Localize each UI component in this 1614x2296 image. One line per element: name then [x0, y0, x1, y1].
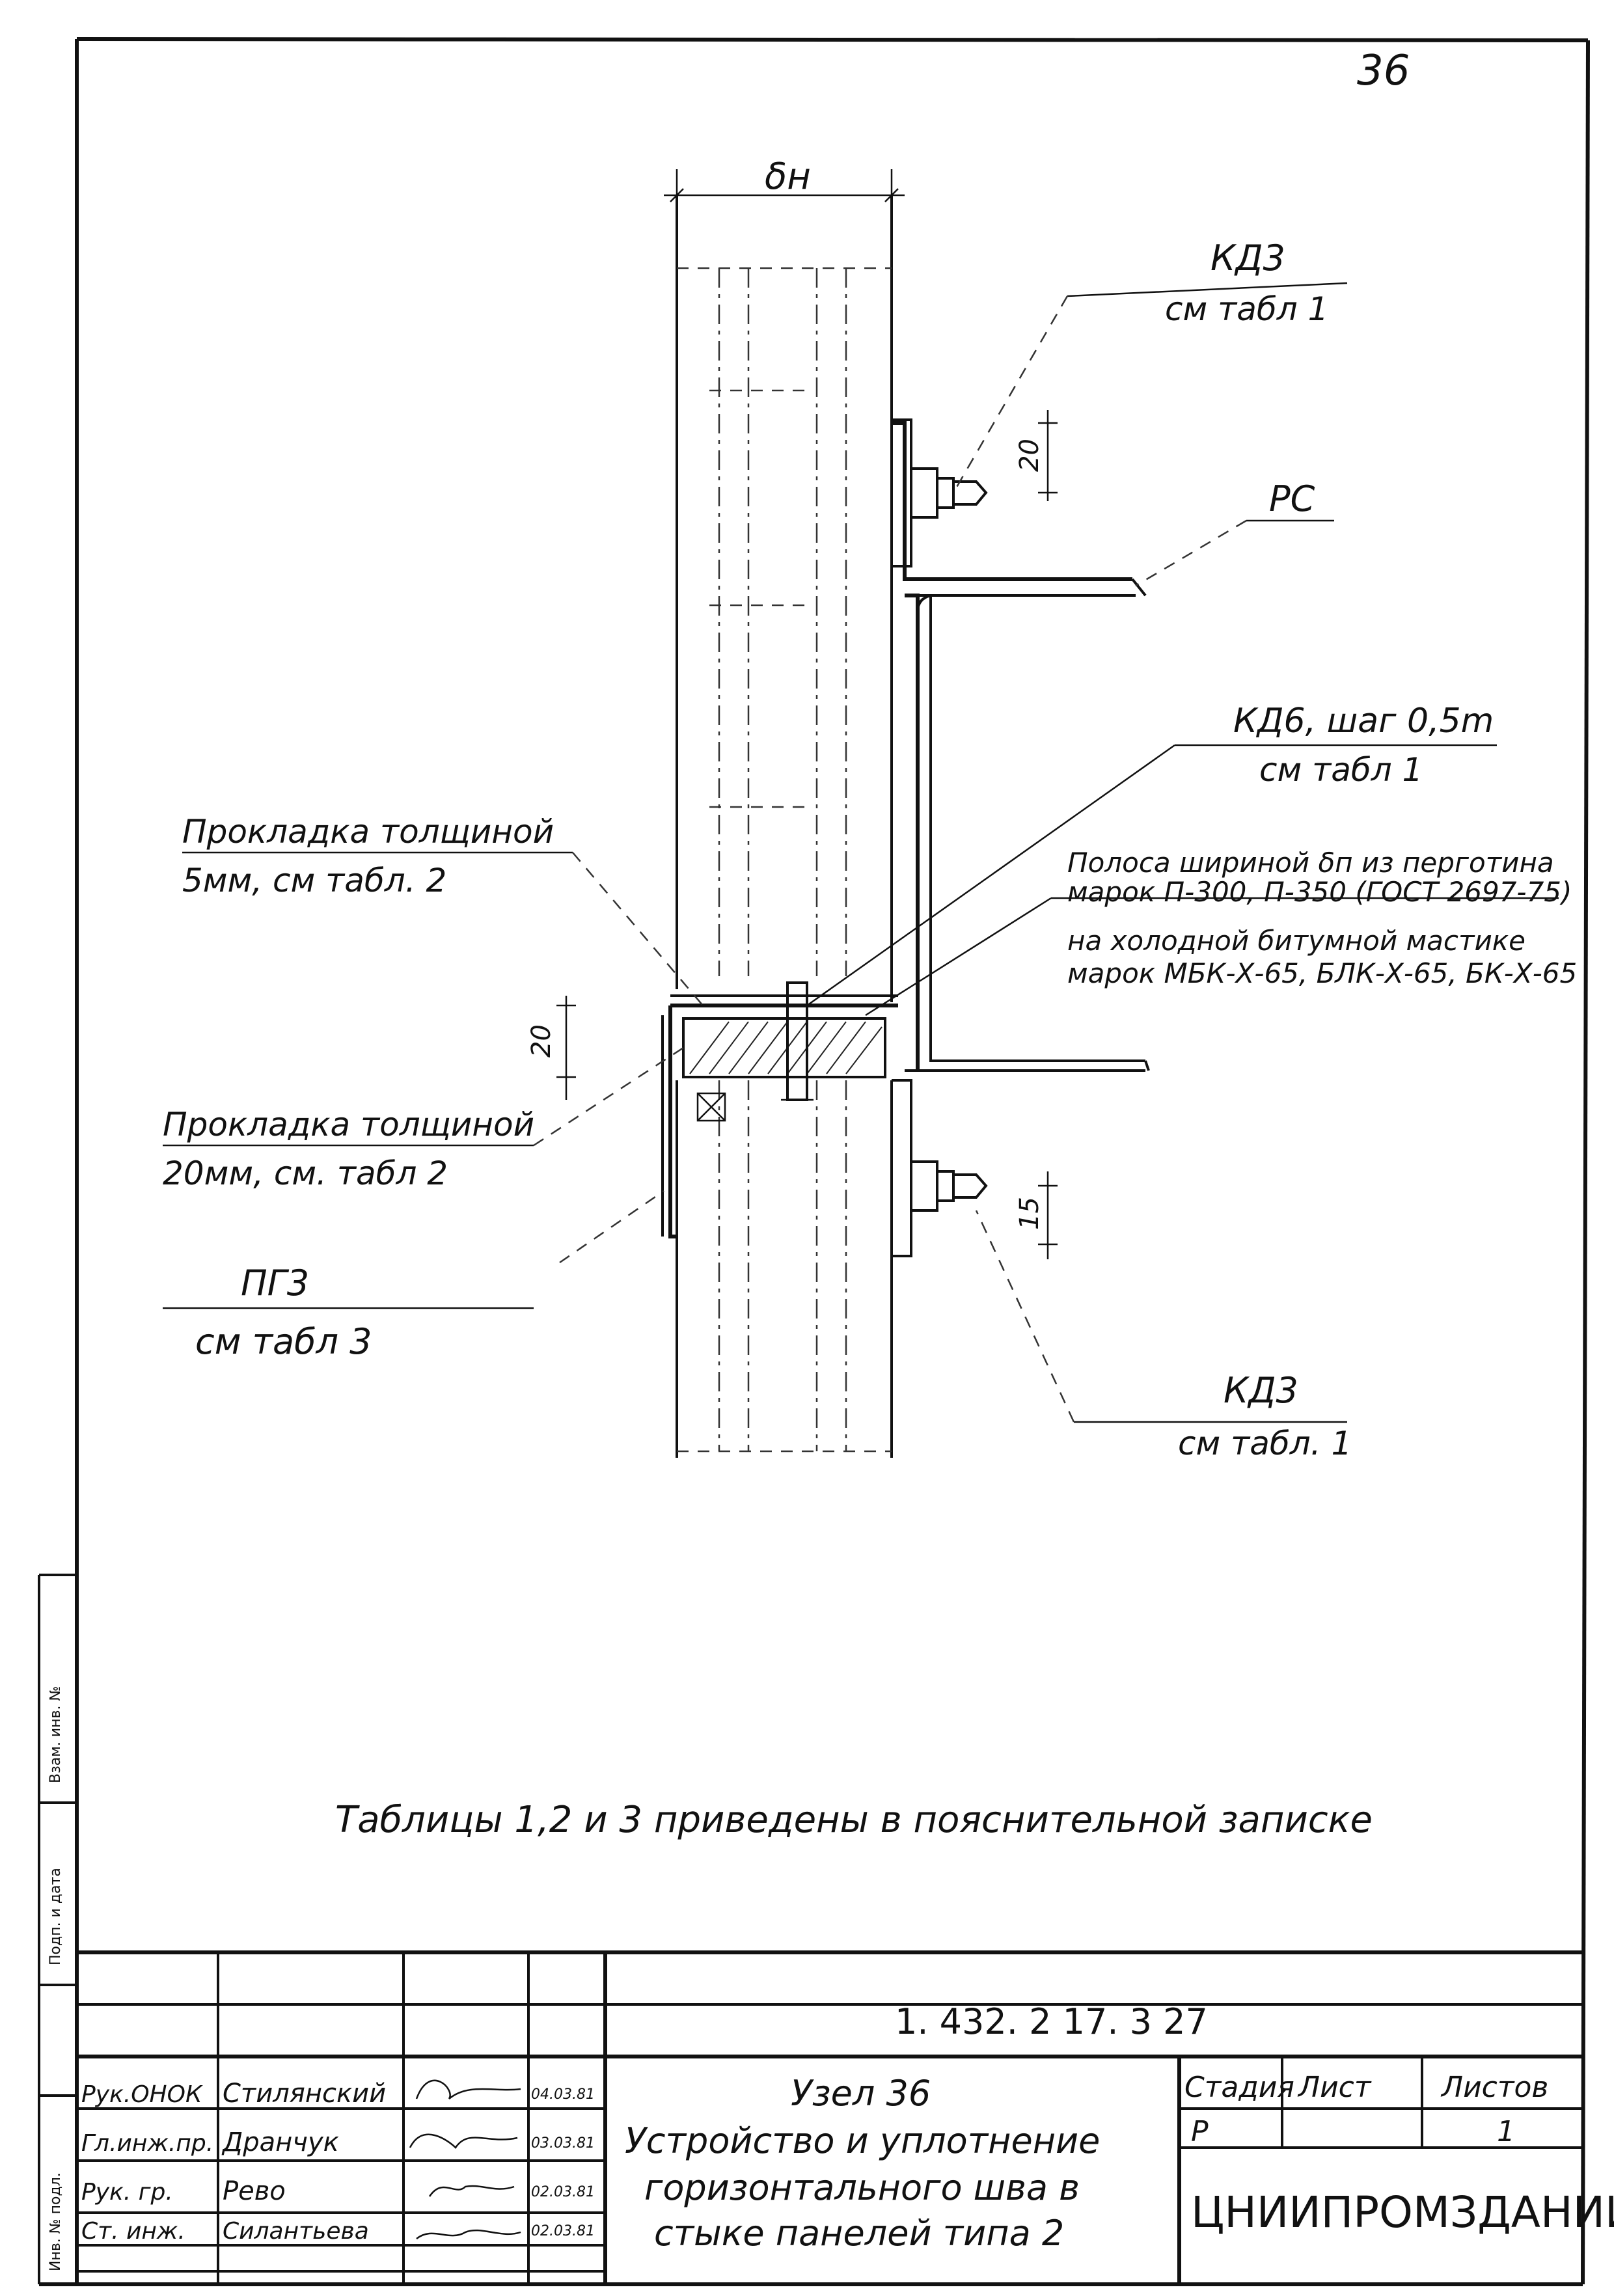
pad5-line2: 5мм, см табл. 2 [182, 862, 446, 899]
upper-bracket [892, 418, 1147, 597]
side-stamp: Взам. инв. № Подп. и дата Инв. № подл. [48, 1686, 64, 2271]
date-row-4: 02.03.81 [531, 2223, 595, 2239]
sheet-number: 36 [1357, 47, 1410, 95]
title-line3: горизонтального шва в [644, 2167, 1080, 2208]
organization-name: ЦНИИПРОМЗДАНИЙ [1191, 2187, 1614, 2237]
dimension-20-left: 20 [527, 1024, 556, 1058]
pad20-line1: Прокладка толщиной [163, 1106, 534, 1143]
title-line4: стыке панелей типа 2 [654, 2213, 1064, 2254]
angle-profile-rs [905, 594, 1150, 1072]
side-stamp-line3: Инв. № подл. [48, 2172, 64, 2271]
kd6-label: КД6, шаг 0,5m [1233, 702, 1494, 741]
dimension-20-top: 20 [1015, 439, 1045, 472]
kd3-bottom-label: КД3 [1224, 1370, 1298, 1411]
title-line1: Узел 36 [791, 2073, 931, 2114]
lower-bracket [892, 1079, 988, 1257]
sheet-header: Лист [1297, 2071, 1372, 2104]
kd3-top-ref: см табл 1 [1165, 290, 1328, 328]
dimensions: δн 20 20 15 [527, 156, 1058, 1259]
horizontal-joint [661, 981, 898, 1238]
signature-3 [428, 2185, 515, 2197]
upper-panel [676, 195, 893, 1002]
sheets-value: 1 [1497, 2115, 1515, 2148]
pg3-label: ПГ3 [241, 1263, 309, 1304]
lower-panel [676, 1080, 893, 1458]
signature-4 [416, 2229, 521, 2239]
title-block [77, 1950, 1583, 2284]
name-row-4: Силантьева [223, 2218, 369, 2245]
drawing-title: Узел 36 Устройство и уплотнение горизонт… [625, 2073, 1100, 2254]
side-stamp-line2: Подп. и дата [48, 1868, 64, 1965]
document-code: 1. 432. 2 17. 3 27 [895, 2001, 1208, 2042]
stage-value: Р [1191, 2115, 1209, 2148]
side-stamp-line1: Взам. инв. № [48, 1686, 64, 1783]
pad5-line1: Прокладка толщиной [182, 813, 554, 851]
stage-table: Стадия Лист Листов Р 1 [1184, 2071, 1548, 2148]
name-row-3: Рево [223, 2176, 286, 2206]
dimension-15: 15 [1015, 1197, 1045, 1230]
role-row-4: Ст. инж. [81, 2218, 185, 2245]
pad20-line2: 20мм, см. табл 2 [163, 1155, 448, 1192]
strip-line3: на холодной битумной мастике [1067, 925, 1525, 957]
leader-lines [163, 282, 1559, 1423]
sheets-header: Листов [1440, 2071, 1548, 2104]
date-row-1: 04.03.81 [531, 2086, 595, 2103]
role-row-1: Рук.ОНОК [81, 2081, 203, 2108]
title-line2: Устройство и уплотнение [625, 2120, 1100, 2161]
date-row-2: 03.03.81 [531, 2135, 595, 2152]
signature-1 [415, 2079, 521, 2099]
role-row-3: Рук. гр. [81, 2179, 173, 2206]
signature-2 [409, 2133, 518, 2149]
strip-line1: Полоса шириной δп из перготина [1067, 847, 1554, 879]
strip-line4: марок МБК-Х-65, БЛК-Х-65, БК-Х-65 [1067, 957, 1577, 989]
stage-header: Стадия [1184, 2071, 1294, 2104]
strip-line2: марок П-300, П-350 (ГОСТ 2697-75) [1067, 876, 1572, 908]
tables-note: Таблицы 1,2 и 3 приведены в пояснительно… [335, 1799, 1373, 1841]
callouts: КД3 см табл 1 РС КД6, шаг 0,5m см табл 1… [163, 238, 1577, 1462]
kd6-ref: см табл 1 [1259, 751, 1423, 789]
pg3-ref: см табл 3 [195, 1321, 372, 1362]
signature-rows: Рук.ОНОК Стилянский 04.03.81 Гл.инж.пр. … [81, 2079, 595, 2245]
kd3-bottom-ref: см табл. 1 [1178, 1425, 1352, 1462]
name-row-2: Дранчук [221, 2127, 339, 2157]
kd3-top-label: КД3 [1210, 238, 1285, 279]
date-row-3: 02.03.81 [531, 2184, 595, 2200]
thickness-label: δн [765, 156, 811, 198]
name-row-1: Стилянский [223, 2079, 386, 2109]
role-row-2: Гл.инж.пр. [81, 2130, 213, 2157]
sheet-frame [38, 37, 1590, 2286]
rs-label: РС [1269, 478, 1315, 519]
